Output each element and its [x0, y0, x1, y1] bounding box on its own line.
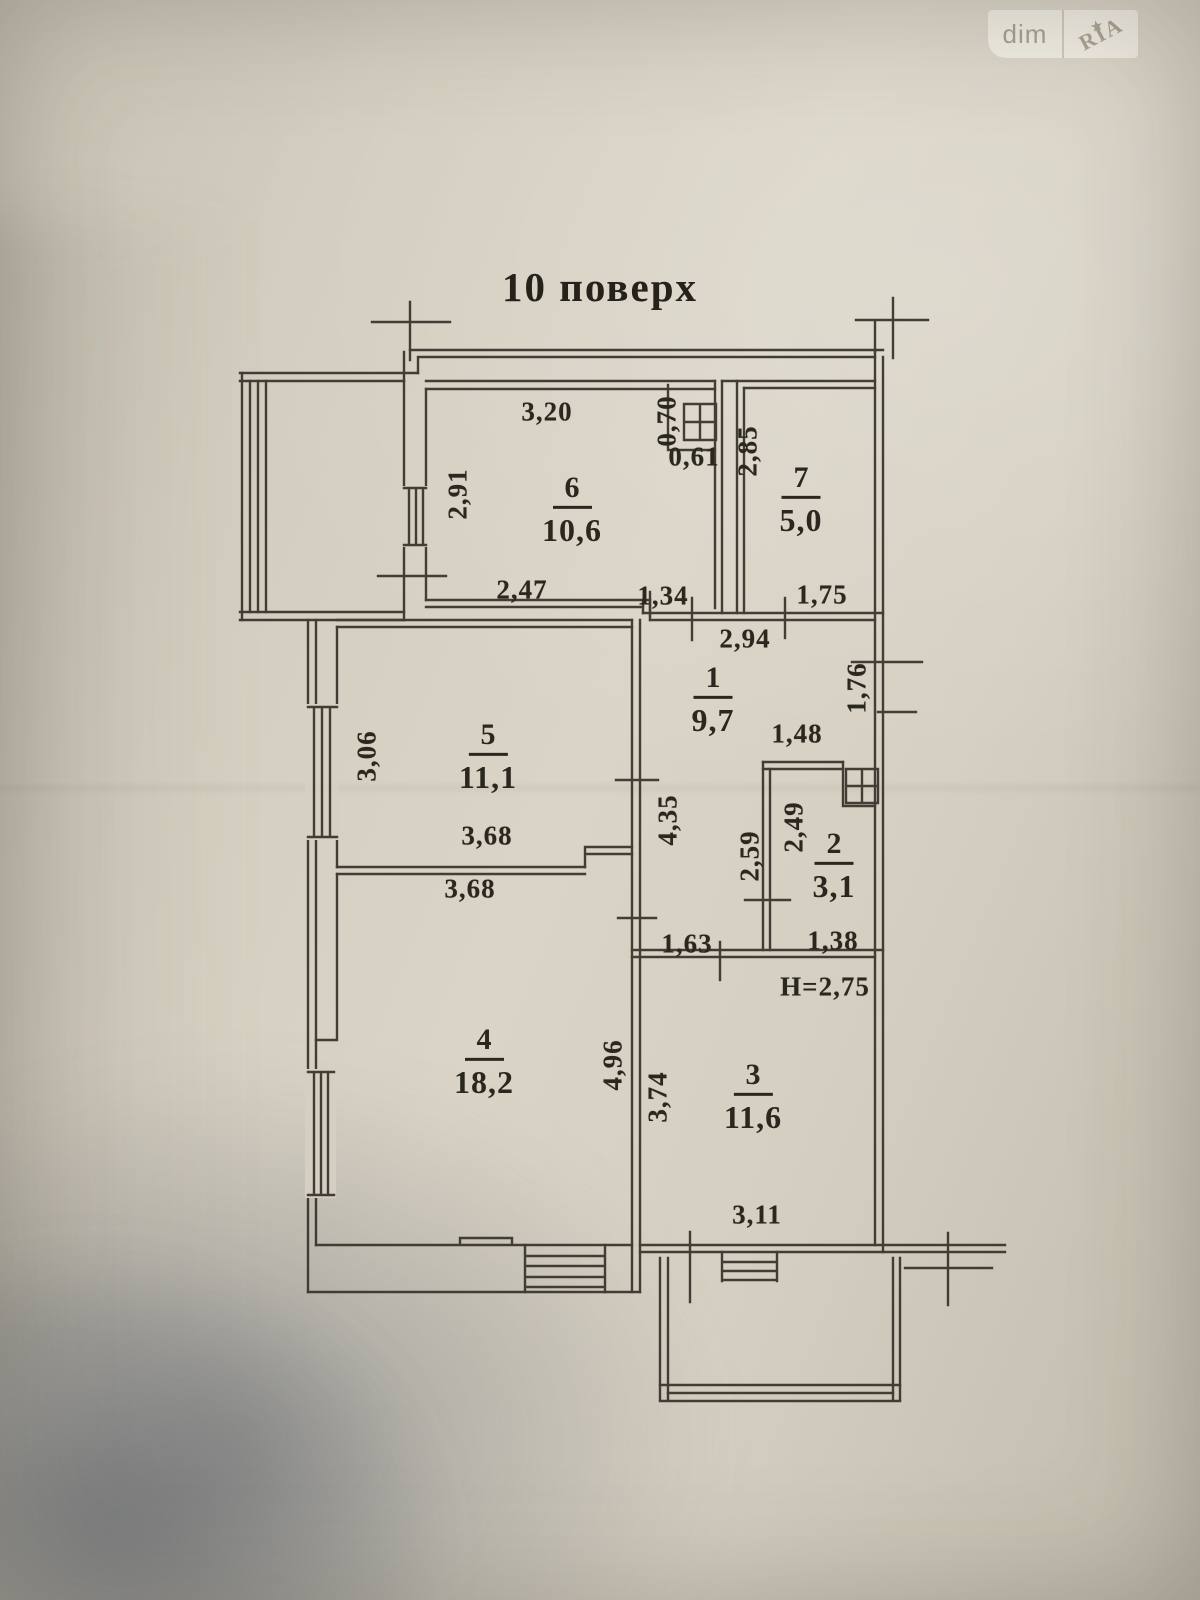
room6-area: 10,6 — [542, 511, 602, 548]
dim-room6-top: 3,20 — [521, 396, 573, 427]
dim-room4-top: 3,68 — [444, 873, 496, 904]
dim-room5-left: 3,06 — [351, 730, 382, 782]
dim-shaft-depth: 0,70 — [651, 395, 682, 447]
room3-number: 3 — [733, 1059, 773, 1096]
ceiling-height-note: H=2,75 — [780, 971, 870, 1002]
room2-area: 3,1 — [812, 867, 856, 904]
room5-number: 5 — [468, 719, 508, 756]
dim-ria-watermark: dim ★ RIA — [988, 10, 1138, 58]
window-room4-left — [305, 1069, 336, 1198]
room-label-4: 4 18,2 — [454, 1024, 514, 1100]
walls-room7 — [641, 379, 885, 640]
dim-room3-left: 3,74 — [642, 1071, 673, 1123]
watermark-dim-text: dim — [1002, 18, 1048, 49]
window-room3-bottom — [720, 1250, 779, 1283]
dim-hall-bottom: 1,63 — [661, 928, 713, 959]
room-label-6: 6 10,6 — [542, 472, 602, 548]
room4-area: 18,2 — [454, 1063, 514, 1100]
dim-room2-left: 2,49 — [778, 801, 809, 853]
vent-shaft-icon-room6 — [682, 402, 718, 442]
window-room5-left — [305, 704, 339, 840]
wall-exterior-top — [402, 320, 885, 383]
walls-room2 — [743, 760, 877, 952]
balcony-bottom — [658, 1256, 902, 1403]
wall-hall-room3 — [630, 940, 885, 982]
dim-room7-bottom: 1,75 — [796, 579, 848, 610]
dim-shaft-width: 0,61 — [668, 441, 720, 472]
watermark-ria-stamp: ★ RIA — [1064, 12, 1138, 56]
room6-number: 6 — [552, 472, 592, 509]
room-label-1: 1 9,7 — [692, 662, 735, 738]
dim-hall-left: 4,35 — [652, 794, 683, 846]
dim-room6-left: 2,91 — [442, 468, 473, 520]
room-label-7: 7 5,0 — [780, 462, 823, 538]
balcony-top-left — [238, 371, 420, 622]
window-room6-balcony — [376, 486, 448, 578]
dim-door-room6: 1,34 — [637, 580, 689, 611]
room1-number: 1 — [693, 662, 733, 699]
room7-area: 5,0 — [779, 501, 823, 538]
room4-number: 4 — [464, 1024, 504, 1061]
watermark-ria-text: RIA — [1074, 11, 1128, 56]
walls-room3-bottom — [638, 1230, 1007, 1304]
room-label-2: 2 3,1 — [813, 828, 856, 904]
axis-mark-top-left — [370, 300, 452, 362]
walls-room4 — [306, 872, 642, 1294]
room5-area: 11,1 — [458, 758, 518, 795]
walls-room5 — [335, 618, 634, 876]
room3-area: 11,6 — [723, 1098, 783, 1135]
watermark-divider — [1062, 10, 1064, 58]
dim-room7-left: 2,85 — [732, 425, 763, 477]
room7-number: 7 — [781, 462, 821, 499]
floor-title: 10 поверх — [502, 264, 698, 310]
room2-number: 2 — [814, 828, 854, 865]
dim-room3-bottom: 3,11 — [732, 1199, 782, 1230]
wall-exterior-right — [850, 350, 924, 1254]
room1-area: 9,7 — [691, 701, 735, 738]
dim-hall-right: 1,48 — [771, 718, 823, 749]
room-label-3: 3 11,6 — [724, 1059, 782, 1135]
room-label-5: 5 11,1 — [459, 719, 517, 795]
dim-room6-bottom: 2,47 — [496, 574, 548, 605]
dim-hall-right-v: 1,76 — [841, 662, 872, 714]
vent-shaft-icon-room2 — [844, 767, 880, 805]
dim-room5-bottom: 3,68 — [461, 820, 513, 851]
window-room4-bottom — [523, 1243, 607, 1294]
dim-hall-top: 2,94 — [719, 623, 771, 654]
dim-hall-niche: 2,59 — [734, 830, 765, 882]
axis-mark-top-right — [854, 296, 930, 360]
dim-room4-right: 4,96 — [597, 1039, 628, 1091]
dim-room2-bottom: 1,38 — [807, 925, 859, 956]
